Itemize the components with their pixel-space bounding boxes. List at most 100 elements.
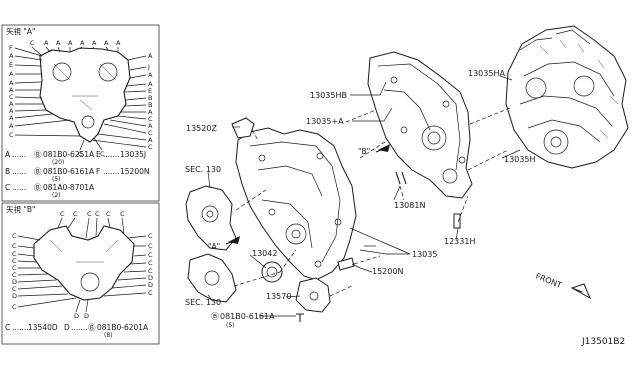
callout-leaders [207, 75, 521, 317]
view-b-left-letter: D [12, 278, 17, 286]
view-a-right-letter: A [148, 136, 153, 144]
view-a-left-letter: C [9, 93, 14, 101]
part-13570-label: 13570 [266, 292, 291, 301]
view-b-bottom-letter: D [74, 312, 79, 320]
view-b-left-letter: D [12, 292, 17, 300]
legend-dots: ...... [12, 167, 26, 176]
legend-dots: ....... [103, 150, 120, 159]
legend-part-number: 081B0-6161A [43, 167, 95, 176]
view-b-top-letter: C [87, 210, 92, 218]
view-a-top-callouts: C A A A A A A A [30, 39, 121, 57]
sec-130-top-label: SEC. 130 [185, 165, 221, 174]
legend-quantity: (20) [52, 159, 64, 166]
diagram-reference-code: J13501B2 [581, 337, 625, 347]
view-a-left-letter: A [9, 107, 14, 115]
view-b-top-letter: C [120, 210, 125, 218]
view-a-left-letter: A [9, 79, 14, 87]
part-13081n-label: 13081N [394, 201, 425, 210]
legend-row-d: D ....... Ⓑ 081B0-6201A (8) [64, 323, 149, 339]
water-pump-lower [187, 253, 237, 303]
view-a-bottom-letter: C [100, 150, 105, 158]
legend-quantity: (8) [104, 332, 113, 339]
view-a-left-letter: A [9, 70, 14, 78]
view-a-right-letter: J [147, 63, 150, 71]
view-a-bore-right [98, 62, 118, 82]
view-a-right-letter: A [148, 80, 153, 88]
oil-seal [261, 261, 283, 283]
legend-quantity: (2) [52, 192, 61, 199]
view-a-left-letter: E [9, 61, 13, 69]
view-b-arrow: "B" [358, 144, 390, 156]
bolt-quantity-label: (5) [226, 322, 235, 329]
part-12331h-label: 12331H [444, 237, 475, 246]
view-a-left-letter: A [9, 100, 14, 108]
bolt-icon: Ⓑ [211, 312, 219, 321]
view-b-top-letter: C [60, 210, 65, 218]
view-b-left-letter: C [12, 303, 17, 311]
view-b-arrow-label: "B" [358, 147, 370, 156]
view-b-left-letter: C [12, 250, 17, 258]
part-13035-label: 13035 [412, 250, 437, 259]
view-a-left-letter: F [9, 44, 13, 52]
bolt-icon: Ⓑ [34, 150, 42, 159]
part-13042-label: 13042 [252, 249, 277, 258]
view-a-top-letter: A [44, 39, 49, 47]
legend-dots: ....... [12, 323, 29, 332]
view-b-top-letter: C [95, 210, 100, 218]
view-b-right-callouts: C C C C C D D C [103, 232, 153, 297]
legend-row-c: C ....... 13540D [5, 323, 58, 332]
part-15200n-label: 15200N [372, 267, 403, 276]
view-b-left-letter: C [12, 285, 17, 293]
plug-15200n [337, 257, 355, 271]
part-callouts: 13035HB 13035+A 13035HA 13520Z 13035H 13… [185, 69, 535, 329]
front-direction-indicator: FRONT [534, 272, 592, 300]
legend-dots: ....... [103, 167, 120, 176]
legend-row-b: B ...... Ⓑ 081B0-6161A (5) [5, 167, 95, 183]
bolt-icon: Ⓑ [34, 183, 42, 192]
view-a-bore-bottom [81, 115, 95, 129]
view-b-right-letter: D [148, 274, 153, 282]
front-arrow-icon [570, 283, 592, 300]
view-b-legend: C ....... 13540D D ....... Ⓑ 081B0-6201A… [5, 323, 149, 339]
view-b-top-letter: C [73, 210, 78, 218]
legend-key: D [64, 323, 70, 332]
view-a-bottom-letter: C [78, 150, 83, 158]
view-a-top-letter: A [68, 39, 73, 47]
view-b-panel: 矢視 "B" C C C C C C C C C C C C D C D C C [1, 202, 160, 345]
view-b-frame [1, 202, 160, 345]
legend-part-number: 081B0-6201A [97, 323, 149, 332]
view-b-bottom-letter: D [84, 312, 89, 320]
view-a-legend: A ...... Ⓑ 081B0-6251A (20) B ...... Ⓑ 0… [5, 150, 149, 199]
upper-timing-cover [367, 51, 473, 199]
view-b-top-callouts: C C C C C C [57, 210, 125, 239]
view-b-cover-detail [49, 239, 119, 263]
view-a-bore-left [52, 62, 72, 82]
part-13035ha-label: 13035HA [468, 69, 505, 78]
view-a-top-letter: A [104, 39, 109, 47]
view-b-left-letter: C [12, 264, 17, 272]
view-a-cover-outline [39, 47, 131, 143]
view-a-right-letter: E [148, 87, 152, 95]
view-b-left-letter: C [12, 242, 17, 250]
view-a-left-letter: A [9, 122, 14, 130]
view-a-top-letter: A [56, 39, 61, 47]
front-label: FRONT [534, 272, 563, 291]
view-a-arrow: "A" [208, 236, 240, 251]
view-a-title: 矢視 "A" [6, 26, 35, 36]
view-a-right-letter: A [148, 52, 153, 60]
legend-dots: ...... [12, 183, 26, 192]
legend-row-a: A ...... Ⓑ 081B0-6251A (20) [5, 150, 95, 166]
sec-130-bottom-label: SEC. 130 [185, 298, 221, 307]
view-b-left-letter: C [12, 271, 17, 279]
view-a-top-letter: A [92, 39, 97, 47]
legend-key: C [5, 323, 10, 332]
part-13520z-label: 13520Z [186, 124, 217, 133]
legend-part-number: 13540D [28, 323, 58, 332]
view-a-right-letter: A [148, 122, 153, 130]
legend-key: A [5, 150, 11, 159]
legend-key: F [96, 167, 100, 176]
view-b-right-letter: C [148, 267, 153, 275]
legend-quantity: (5) [52, 176, 61, 183]
view-a-right-letter: A [148, 71, 153, 79]
part-13035hb-label: 13035HB [310, 91, 347, 100]
